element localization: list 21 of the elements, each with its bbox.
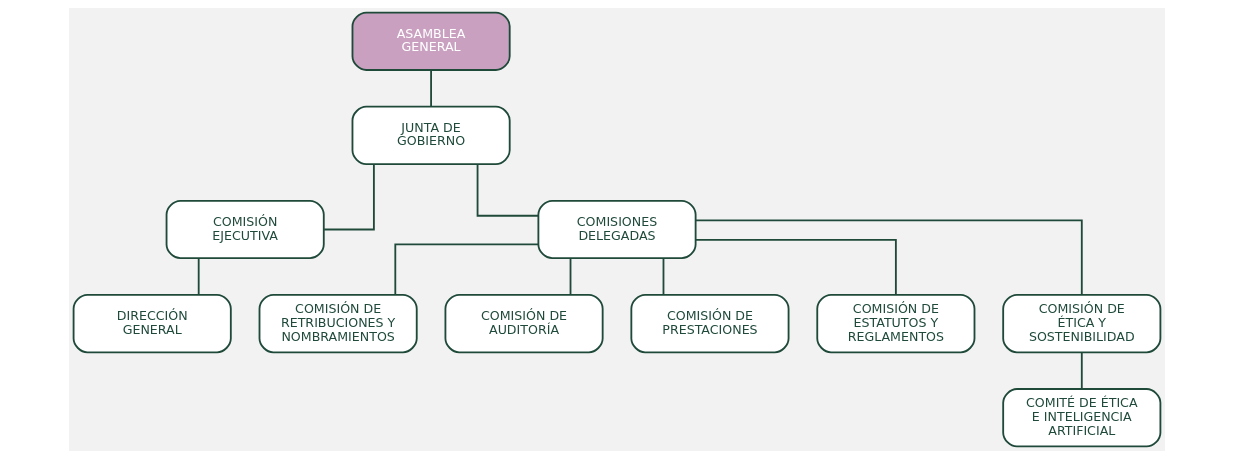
connector (694, 219, 1083, 296)
connector (662, 257, 665, 296)
node-box: COMISIÓN DE PRESTACIONES (630, 294, 790, 354)
node-box: JUNTA DE GOBIERNO (351, 105, 511, 165)
node-box: COMISIÓN EJECUTIVA (165, 199, 325, 260)
node-box: COMISIÓN DE ÉTICA Y SOSTENIBILIDAD (1002, 294, 1162, 354)
connector (430, 69, 432, 108)
node-box: COMISIONES DELEGADAS (537, 199, 697, 260)
node-box: COMISIÓN DE RETRIBUCIONES Y NOMBRAMIENTOS (258, 294, 418, 354)
node-box: DIRECCIÓN GENERAL (72, 294, 232, 354)
connector (694, 238, 897, 296)
connector (569, 257, 572, 296)
node-box: COMISIÓN DE ESTATUTOS Y REGLAMENTOS (816, 294, 976, 354)
node-box: ASAMBLEA GENERAL (351, 11, 511, 71)
connector (476, 163, 540, 217)
node-box: COMITÉ DE ÉTICA E INTELIGENCIA ARTIFICIAL (1002, 388, 1162, 448)
connector (1080, 351, 1083, 390)
connector (394, 243, 540, 296)
connector (197, 257, 200, 296)
connector (323, 163, 375, 231)
node-box: COMISIÓN DE AUDITORÍA (444, 294, 604, 354)
